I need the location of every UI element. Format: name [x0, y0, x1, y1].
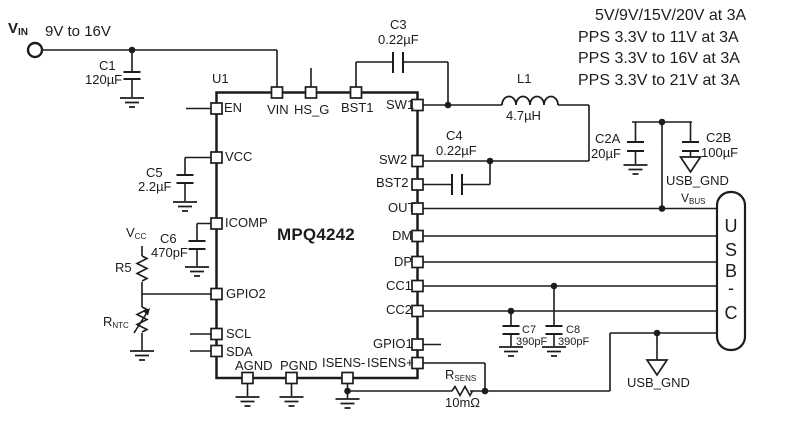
resistor-rsens-symbol — [451, 384, 474, 398]
c3-ref: C3 — [390, 17, 407, 32]
output-ratings: 5V/9V/15V/20V at 3A PPS 3.3V to 11V at 3… — [578, 5, 746, 91]
rating-line: PPS 3.3V to 11V at 3A — [578, 28, 739, 46]
r5-ref: R5 — [115, 260, 132, 275]
rsens-value: 10mΩ — [445, 395, 481, 410]
c8-value: 390pF — [558, 336, 590, 348]
c2a-ref: C2A — [595, 131, 621, 146]
l1-ref: L1 — [517, 71, 532, 86]
c6-value: 470pF — [151, 245, 188, 260]
c3-value: 0.22µF — [378, 32, 419, 47]
usb-gnd-symbol-bottom — [646, 359, 668, 376]
usb-c-letter: C — [724, 303, 738, 323]
pin-label-cc2: CC2 — [386, 302, 413, 317]
pin-label-vcc: VCC — [225, 149, 253, 164]
pin-label-bst2: BST2 — [376, 175, 409, 190]
c5-value: 2.2µF — [138, 179, 172, 194]
pin-label-agnd: AGND — [235, 358, 273, 373]
c8-ref: C8 — [566, 324, 581, 336]
pin-label-sw1: SW1 — [386, 97, 415, 112]
c7-ref: C7 — [522, 324, 537, 336]
rating-line: PPS 3.3V to 16V at 3A — [578, 50, 740, 67]
u1-refdes: U1 — [212, 71, 229, 86]
c4-ref: C4 — [446, 128, 463, 143]
c2a-value: 20µF — [591, 146, 621, 161]
usb-c-letter: U — [724, 216, 738, 236]
ic-part-number: MPQ4242 — [277, 225, 355, 244]
pin-label-sw2: SW2 — [379, 152, 408, 167]
capacitor-symbols — [123, 52, 699, 335]
c5-ref: C5 — [146, 165, 163, 180]
inductor-l1-symbol — [501, 95, 559, 106]
rsens-ref: RSENS — [445, 367, 477, 383]
vbus-net-label: VBUS — [681, 191, 706, 206]
pin-label-pgnd: PGND — [280, 358, 318, 373]
vin-net-label: VIN — [8, 20, 29, 38]
resistor-r5-symbol — [135, 255, 149, 282]
junction-dots — [128, 46, 666, 395]
usb-c-letter: - — [728, 278, 734, 298]
pin-label-gpio1: GPIO1 — [373, 336, 413, 351]
pin-label-out: OUT — [388, 200, 416, 215]
usb-c-letter: S — [724, 240, 737, 260]
vin-terminal — [26, 41, 44, 59]
thermistor-rntc-symbol — [133, 306, 150, 334]
rating-line: PPS 3.3V to 21V at 3A — [578, 71, 740, 89]
usb-c-connector — [715, 190, 747, 352]
c2b-value: 100µF — [701, 145, 739, 160]
c4-value: 0.22µF — [436, 143, 477, 158]
pin-label-hs-g: HS_G — [294, 102, 330, 117]
usb-gnd-label-bottom: USB_GND — [627, 375, 690, 390]
pin-label-scl: SCL — [226, 326, 252, 341]
pin-label-cc1: CC1 — [386, 278, 413, 293]
vcc-net-label: VCC — [126, 225, 147, 241]
pin-label-vin: VIN — [267, 102, 289, 117]
c2b-ref: C2B — [706, 130, 732, 145]
l1-value: 4.7µH — [506, 108, 541, 123]
rntc-ref: RNTC — [103, 314, 129, 330]
c7-value: 390pF — [516, 336, 548, 348]
pin-label-gpio2: GPIO2 — [226, 286, 266, 301]
schematic-wires — [42, 49, 717, 398]
pin-label-dm: DM — [392, 228, 413, 243]
c1-ref: C1 — [99, 58, 116, 73]
usb-c-letter: B — [724, 261, 737, 281]
usb-gnd-label-top: USB_GND — [666, 173, 729, 188]
rating-line: 5V/9V/15V/20V at 3A — [595, 7, 747, 24]
pin-label-icomp: ICOMP — [225, 215, 268, 230]
pin-label-bst1: BST1 — [341, 100, 374, 115]
c6-ref: C6 — [160, 231, 177, 246]
pin-label-isens-minus: ISENS- — [322, 355, 366, 370]
usb-gnd-symbol-top — [679, 156, 702, 173]
pin-label-dp: DP — [394, 254, 413, 269]
c1-value: 120µF — [85, 72, 123, 87]
vin-range-label: 9V to 16V — [45, 23, 111, 40]
pin-label-sda: SDA — [226, 344, 253, 359]
pin-label-en: EN — [224, 100, 243, 115]
pin-label-isens-plus: ISENS+ — [367, 355, 414, 370]
ic-body — [215, 91, 419, 380]
